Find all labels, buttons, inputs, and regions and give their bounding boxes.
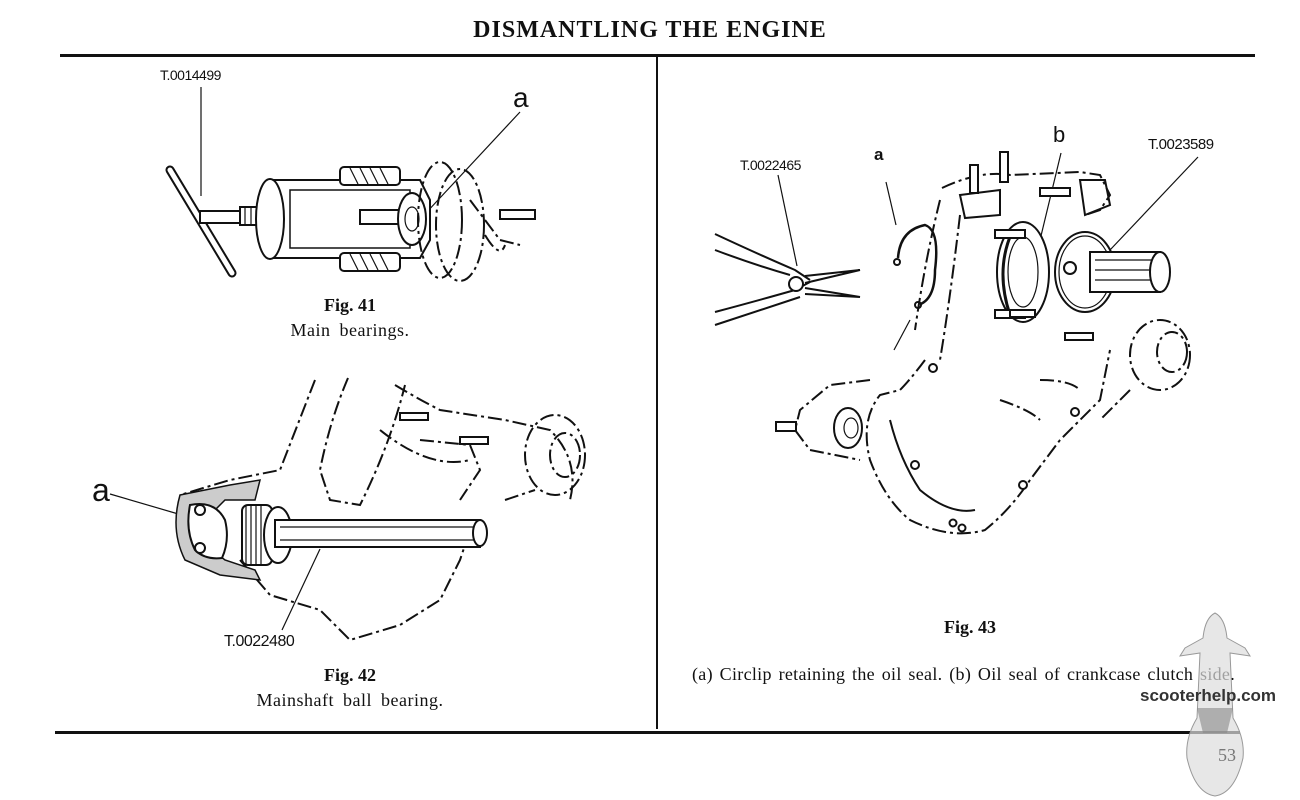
top-rule <box>60 54 1255 57</box>
page-title: DISMANTLING THE ENGINE <box>473 17 827 43</box>
callout-a: a <box>874 145 884 164</box>
column-divider <box>656 57 658 729</box>
tool-label-t0022465: T.0022465 <box>740 157 801 173</box>
bottom-rule <box>55 731 1240 734</box>
tool-label-t0014499: T.0014499 <box>160 67 221 83</box>
scooter-logo-icon <box>1179 612 1251 797</box>
figure-number: Fig. 41 <box>324 295 376 315</box>
page-number: 53 <box>1218 745 1236 765</box>
figure-number: Fig. 42 <box>324 665 376 685</box>
callout-b: b <box>1053 122 1066 147</box>
figure-caption: (a) Circlip retaining the oil seal. (b) … <box>692 664 1236 684</box>
watermark: scooterhelp.com <box>1140 686 1277 705</box>
tool-label-t0022480: T.0022480 <box>224 633 295 650</box>
callout-a: a <box>92 472 110 508</box>
tool-label-t0023589: T.0023589 <box>1148 136 1214 153</box>
figure-caption: Mainshaft ball bearing. <box>256 690 444 710</box>
figure-caption: Main bearings. <box>290 320 410 340</box>
callout-a: a <box>513 82 529 113</box>
figure-number: Fig. 43 <box>944 617 996 637</box>
